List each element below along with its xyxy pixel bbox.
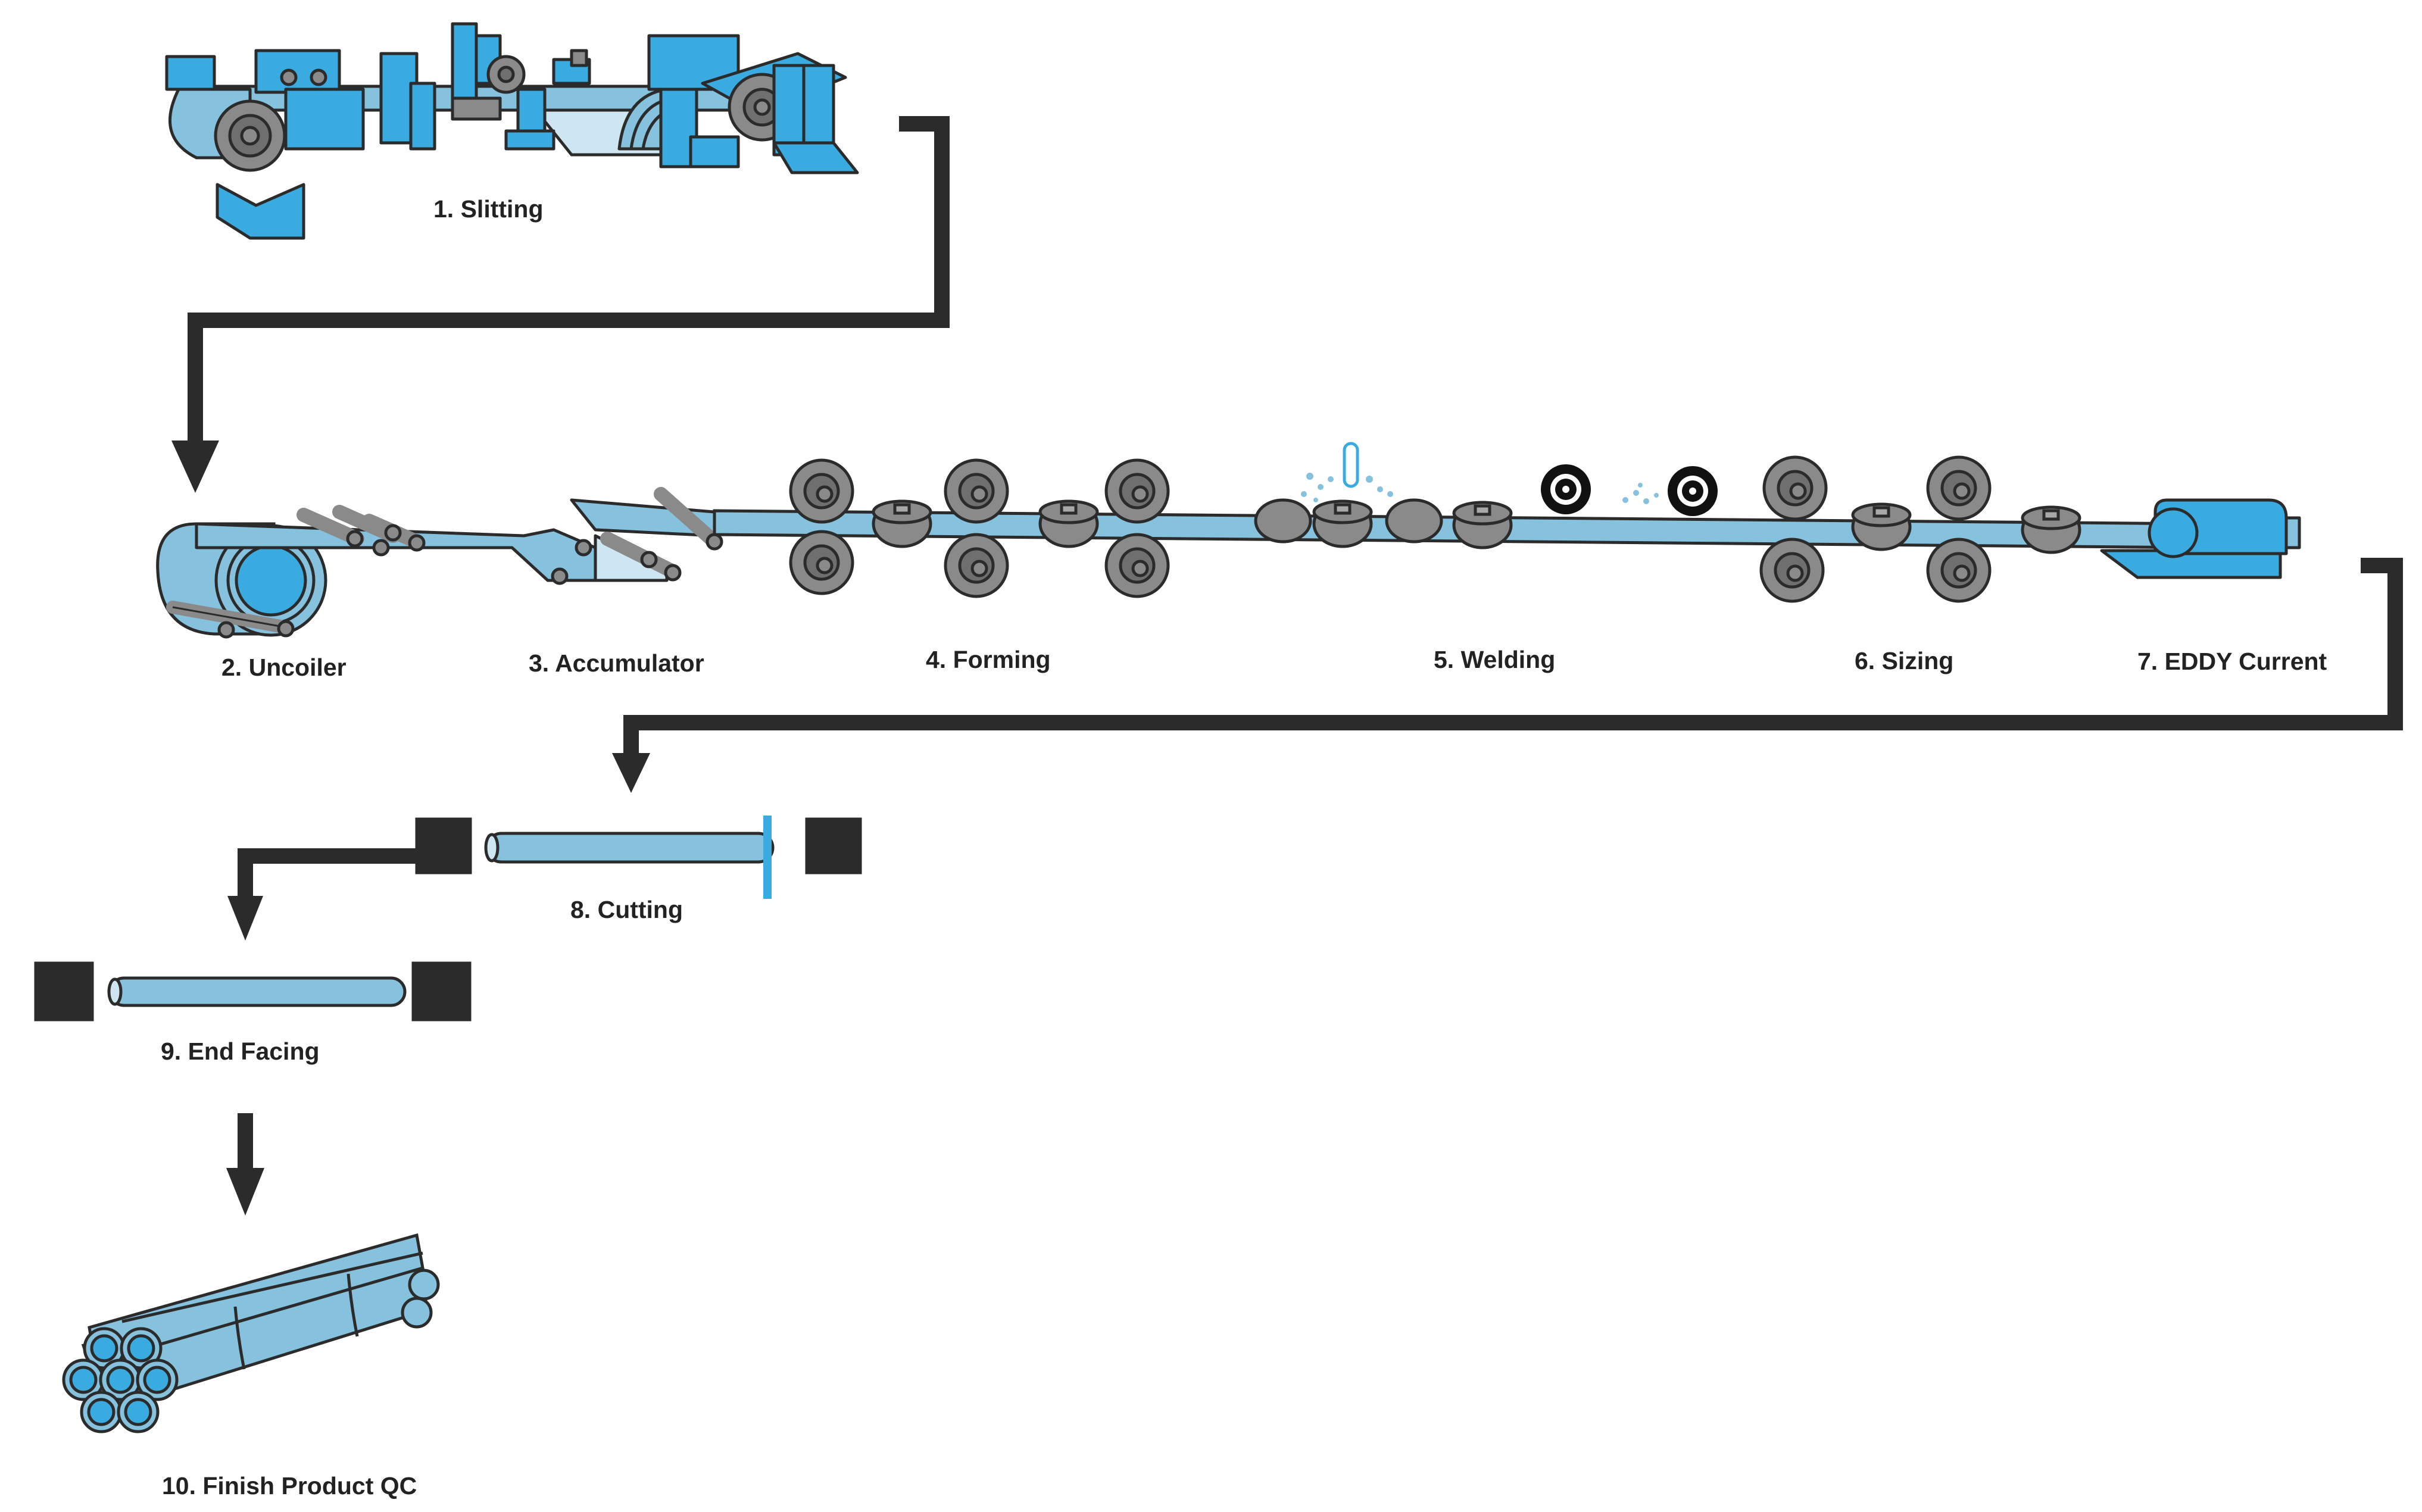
arrowhead-cutting <box>612 753 650 793</box>
step-label-forming: 4. Forming <box>926 646 1051 673</box>
accumulator-rollers-icon <box>195 487 723 585</box>
forming-roller-side-2 <box>1038 499 1099 548</box>
step-label-eddy: 7. EDDY Current <box>2137 648 2327 675</box>
cutting-saw-icon <box>415 816 862 899</box>
step-label-slitting: 1. Slitting <box>433 195 544 223</box>
connector-eddy-to-cutting <box>623 558 2403 756</box>
saw-blade <box>763 816 772 899</box>
eddy-current-tester-icon <box>2100 498 2301 579</box>
forming-rollers-icon <box>789 458 1170 598</box>
cut-pipe <box>485 832 775 864</box>
forming-roller-side-1 <box>872 499 932 548</box>
sizing-rollers-icon <box>1759 455 2081 603</box>
uncoiler-coil-icon <box>156 522 327 639</box>
arrowhead-finish <box>226 1168 264 1216</box>
connector-slitting-to-uncoiler <box>188 116 950 443</box>
sizing-roller-side-1 <box>1851 502 1912 551</box>
end-facing-icon <box>34 961 472 1021</box>
faced-pipe <box>108 976 407 1007</box>
flow-connectors <box>188 116 2403 1173</box>
cutting-clamp-right <box>805 817 862 874</box>
step-label-end-facing: 9. End Facing <box>161 1038 320 1065</box>
step-label-accumulator: 3. Accumulator <box>529 649 704 677</box>
forming-roller-pair-2 <box>944 458 1009 598</box>
arrowhead-uncoiler <box>171 441 219 493</box>
end-facing-clamp-right <box>411 961 472 1021</box>
weld-inspection-rolls <box>1541 464 1718 516</box>
sizing-roller-pair-1 <box>1759 455 1828 603</box>
sizing-roller-side-2 <box>2021 505 2081 554</box>
forming-roller-pair-3 <box>1104 458 1170 598</box>
step-label-welding: 5. Welding <box>1434 646 1555 673</box>
step-label-cutting: 8. Cutting <box>570 896 683 923</box>
cutting-clamp-left <box>415 817 472 874</box>
bundle-pipe-ends <box>62 1327 179 1433</box>
welding-torch-icon <box>1254 442 1513 549</box>
welding-sparks <box>1301 473 1393 502</box>
forming-roller-pair-1 <box>789 458 854 595</box>
step-label-uncoiler: 2. Uncoiler <box>221 654 347 681</box>
pipe-bundle-icon <box>62 1233 440 1433</box>
sizing-roller-pair-2 <box>1926 455 1992 603</box>
arrowhead-endfacing <box>227 896 263 941</box>
end-facing-clamp-left <box>34 961 94 1021</box>
step-label-finish-qc: 10. Finish Product QC <box>162 1472 417 1499</box>
step-label-sizing: 6. Sizing <box>1855 647 1953 674</box>
flow-arrowheads <box>171 441 650 1216</box>
slitting-machine-icon <box>165 22 859 240</box>
connector-cutting-to-endfacing <box>238 848 417 899</box>
